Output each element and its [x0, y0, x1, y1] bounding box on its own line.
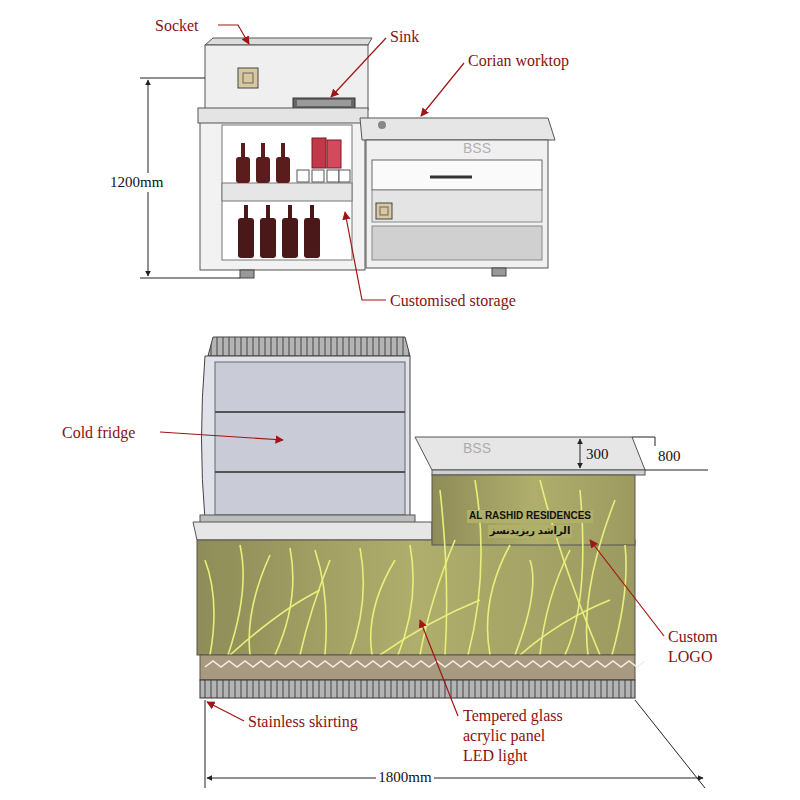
dimension-label: 1200mm	[108, 173, 165, 192]
callout-label: Customised storage	[390, 291, 516, 311]
dimension-label: 800	[658, 447, 681, 466]
callout-label: Tempered glass acrylic panel LED light	[463, 706, 573, 766]
callout-label: Custom LOGO	[668, 627, 730, 667]
callout-label: Cold fridge	[62, 423, 135, 443]
dimension-label: 1800mm	[376, 768, 433, 787]
logo-text: الراشد ريزيدنسز	[488, 525, 573, 538]
watermark: BSS	[463, 140, 491, 158]
callout-label: Stainless skirting	[248, 712, 358, 732]
logo-text: AL RASHID RESIDENCES	[467, 510, 593, 523]
callout-label: Corian worktop	[468, 51, 569, 71]
dimension-label: 300	[586, 445, 609, 464]
callout-label: Sink	[390, 27, 419, 47]
watermark: BSS	[463, 440, 491, 458]
callout-label: Socket	[155, 16, 199, 36]
